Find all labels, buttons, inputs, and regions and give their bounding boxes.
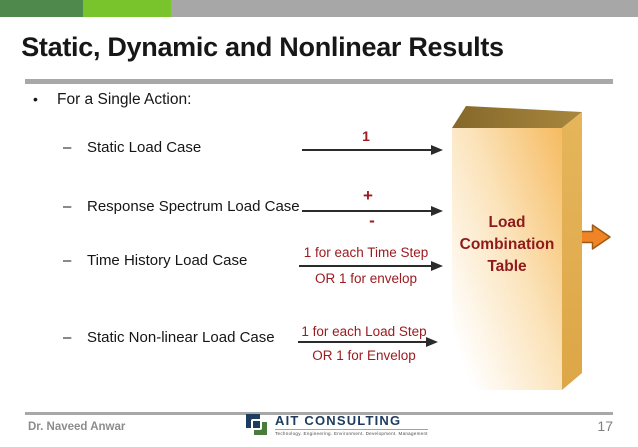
flow-arrow-2 [302,206,443,216]
bullet-heading-label: For a Single Action: [57,91,192,108]
bullet-heading: • For a Single Action: [33,91,191,109]
page-title: Static, Dynamic and Nonlinear Results [21,32,504,62]
flow-arrow-3 [299,261,443,271]
load-combination-box-side [562,112,582,390]
list-item-label: Response Spectrum Load Case [87,198,300,215]
ait-logo-text: AIT CONSULTING Technology. Engineering. … [275,414,428,436]
ait-consulting-logo: AIT CONSULTING Technology. Engineering. … [246,414,428,436]
arrow4-label-bottom: OR 1 for Envelop [312,348,416,363]
logo-navy-square [246,414,260,428]
list-item-static-load-case: –Static Load Case [63,139,201,156]
list-item-label: Static Load Case [87,139,202,156]
accent-bar-bright-green [83,0,171,17]
page-number: 17 [597,418,613,434]
list-item-label: Time History Load Case [87,252,248,269]
dash-marker: – [63,139,72,156]
flow-arrow-1 [302,145,443,155]
footer-author: Dr. Naveed Anwar [28,421,126,433]
list-item-response-spectrum: –Response Spectrum Load Case [63,198,300,215]
list-item-time-history: –Time History Load Case [63,252,247,269]
flow-arrow-4 [298,337,438,347]
title-divider [25,79,613,84]
accent-bar-gray [171,0,638,17]
ait-logo-icon [246,414,268,436]
arrow2-label-plus: + [363,186,373,205]
dash-marker: – [63,329,72,346]
dash-marker: – [63,198,72,215]
load-combination-box-label: Load Combination Table [459,214,555,275]
accent-bar-dark-green [0,0,83,17]
arrow1-label-top: 1 [362,128,370,144]
arrow2-label-minus: - [369,211,375,230]
arrow4-label-top: 1 for each Load Step [301,324,427,339]
list-item-static-nonlinear: –Static Non-linear Load Case [63,329,275,346]
load-combination-box-front [452,128,562,390]
logo-tagline: Technology. Engineering. Environment. De… [275,429,428,436]
load-combination-box-top [452,106,582,128]
arrow3-label-bottom: OR 1 for envelop [314,271,418,286]
list-item-label: Static Non-linear Load Case [87,329,275,346]
bullet-marker: • [33,91,38,107]
footer-divider [25,412,613,415]
logo-name: AIT CONSULTING [275,413,402,428]
logo-white-outline [251,419,262,430]
dash-marker: – [63,252,72,269]
arrow3-label-top: 1 for each Time Step [303,245,429,260]
